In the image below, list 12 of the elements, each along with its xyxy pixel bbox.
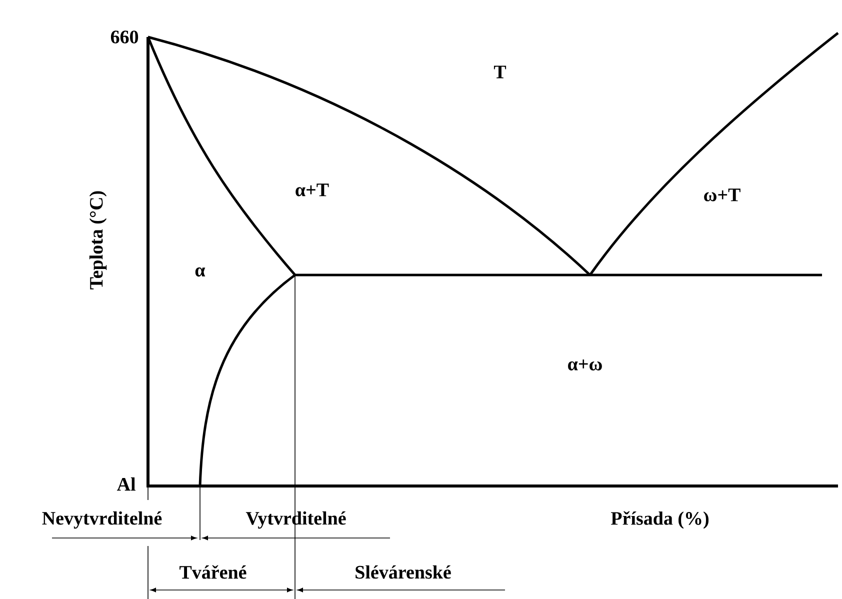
axis-label: Přísada (%) (611, 511, 709, 529)
region-label: α+T (296, 184, 329, 196)
axis-label: Teplota (°C) (89, 191, 107, 290)
range-label: Tvářené (180, 565, 246, 579)
range-label: Nevytvrditelné (42, 511, 162, 529)
tick-label: 660 (110, 30, 138, 44)
tick-label: Al (117, 477, 136, 491)
region-label: ω+T (704, 188, 740, 202)
region-label: α+ω (568, 360, 602, 370)
region-label: α (195, 267, 206, 277)
region-label: T (494, 66, 506, 78)
range-label: Slévárenské (356, 565, 451, 579)
